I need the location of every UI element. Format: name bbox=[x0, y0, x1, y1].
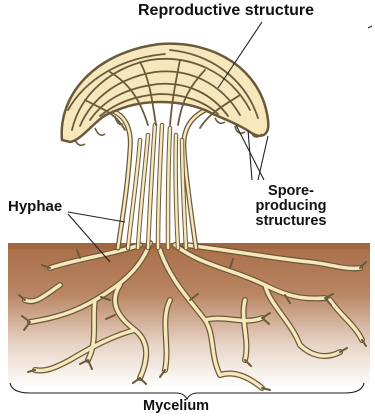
label-spore-producing-structures: Spore- producing structures bbox=[236, 184, 346, 229]
label-spore-line-2: producing bbox=[236, 199, 346, 214]
label-spore-line-1: Spore- bbox=[236, 184, 346, 199]
label-reproductive-structure: Reproductive structure bbox=[138, 2, 314, 20]
label-hyphae: Hyphae bbox=[8, 198, 62, 215]
label-mycelium: Mycelium bbox=[143, 398, 209, 414]
label-spore-line-3: structures bbox=[236, 214, 346, 229]
